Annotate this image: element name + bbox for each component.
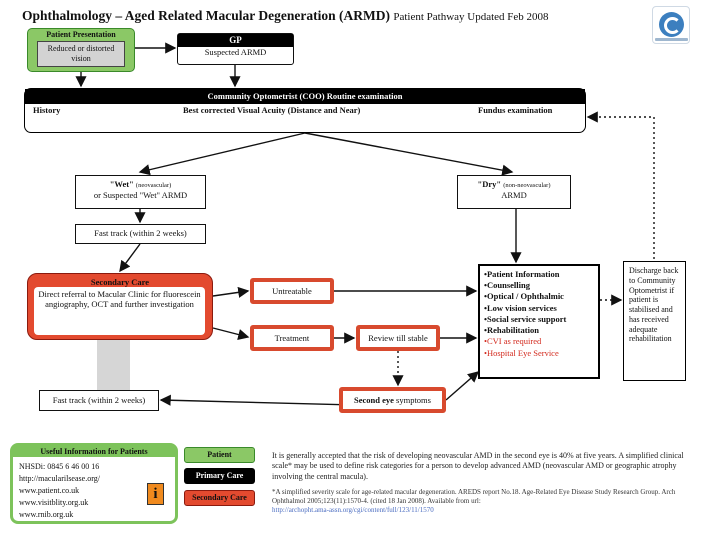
- risk-note: It is generally accepted that the risk o…: [272, 451, 684, 481]
- useful-link[interactable]: www.visitblity.org.uk: [19, 498, 89, 507]
- wet-label: "Wet": [109, 179, 134, 189]
- useful-line: NHSDi: 0845 6 46 00 16: [19, 462, 100, 471]
- wet-armd-box: "Wet" (neovascular) or Suspected "Wet" A…: [75, 175, 206, 209]
- title-main: Ophthalmology – Aged Related Macular Deg…: [22, 8, 390, 23]
- legend-secondary-care: Secondary Care: [184, 490, 255, 506]
- patient-presentation-text: Reduced or distorted vision: [37, 41, 125, 67]
- gp-text: Suspected ARMD: [204, 47, 267, 57]
- patient-presentation-box: Patient Presentation Reduced or distorte…: [27, 28, 135, 72]
- useful-heading: Useful Information for Patients: [13, 446, 175, 457]
- clinic-logo-icon: [652, 6, 690, 44]
- wet-text: or Suspected "Wet" ARMD: [93, 189, 188, 200]
- useful-link[interactable]: www.patient.co.uk: [19, 486, 80, 495]
- reference-text: *A simplified severity scale for age-rel…: [272, 488, 676, 505]
- legend-primary-care: Primary Care: [184, 468, 255, 484]
- gp-box: GP Suspected ARMD: [177, 33, 294, 65]
- review-box: Review till stable: [356, 325, 440, 351]
- service-item-cvi: •CVI as required: [484, 336, 542, 347]
- second-eye-rest: symptoms: [393, 395, 431, 405]
- cog-label: Community Optometrist (COO) Routine exam…: [25, 89, 585, 104]
- fast-track-box: Fast track (within 2 weeks): [75, 224, 206, 244]
- patient-presentation-label: Patient Presentation: [46, 30, 116, 39]
- second-eye-box: Second eye symptoms: [339, 387, 446, 413]
- useful-information-box: Useful Information for Patients NHSDi: 0…: [10, 443, 178, 524]
- grey-connector: [97, 340, 130, 398]
- useful-link[interactable]: http://macularilsease.org/: [19, 474, 100, 483]
- dry-small: (non-neovascular): [503, 182, 551, 189]
- secondary-care-label: Secondary Care: [90, 277, 150, 287]
- title-subtitle: Patient Pathway Updated Feb 2008: [393, 11, 549, 23]
- secondary-care-text: Direct referral to Macular Clinic for fl…: [34, 287, 205, 335]
- untreatable-box: Untreatable: [250, 278, 334, 304]
- page-title: Ophthalmology – Aged Related Macular Deg…: [22, 8, 549, 24]
- service-item: •Counselling: [484, 280, 530, 291]
- service-item: •Social service support: [484, 313, 567, 324]
- community-optometrist-box: Community Optometrist (COO) Routine exam…: [24, 88, 586, 133]
- info-icon: i: [147, 483, 164, 505]
- gp-label: GP: [178, 34, 293, 47]
- treatment-box: Treatment: [250, 325, 334, 351]
- cog-visual-acuity: Best corrected Visual Acuity (Distance a…: [183, 105, 361, 115]
- service-item: •Optical / Ophthalmic: [484, 291, 564, 302]
- service-item-hospital: •Hospital Eye Service: [484, 347, 559, 358]
- useful-link[interactable]: www.rnib.org.uk: [19, 510, 74, 519]
- cog-history: History: [33, 105, 61, 115]
- service-item: •Patient Information: [484, 269, 560, 279]
- services-list: •Patient Information •Counselling •Optic…: [478, 264, 600, 379]
- secondary-care-box: Secondary Care Direct referral to Macula…: [27, 273, 213, 340]
- dry-label: "Dry": [477, 179, 502, 189]
- second-eye-bold: Second eye: [354, 395, 394, 405]
- service-item: •Low vision services: [484, 302, 557, 313]
- service-item: •Rehabilitation: [484, 325, 539, 336]
- reference-link[interactable]: http://archopht.ama-assn.org/cgi/content…: [272, 505, 434, 514]
- discharge-box: Discharge back to Community Optometrist …: [623, 261, 686, 381]
- dry-armd-box: "Dry" (non-neovascular) ARMD: [457, 175, 571, 209]
- dry-text: ARMD: [501, 189, 527, 200]
- reference-note: *A simplified severity scale for age-rel…: [272, 488, 692, 514]
- fast-track-second-box: Fast track (within 2 weeks): [39, 390, 159, 411]
- wet-small: (neovascular): [135, 182, 172, 189]
- cog-fundus: Fundus examination: [478, 105, 553, 115]
- legend-patient: Patient: [184, 447, 255, 463]
